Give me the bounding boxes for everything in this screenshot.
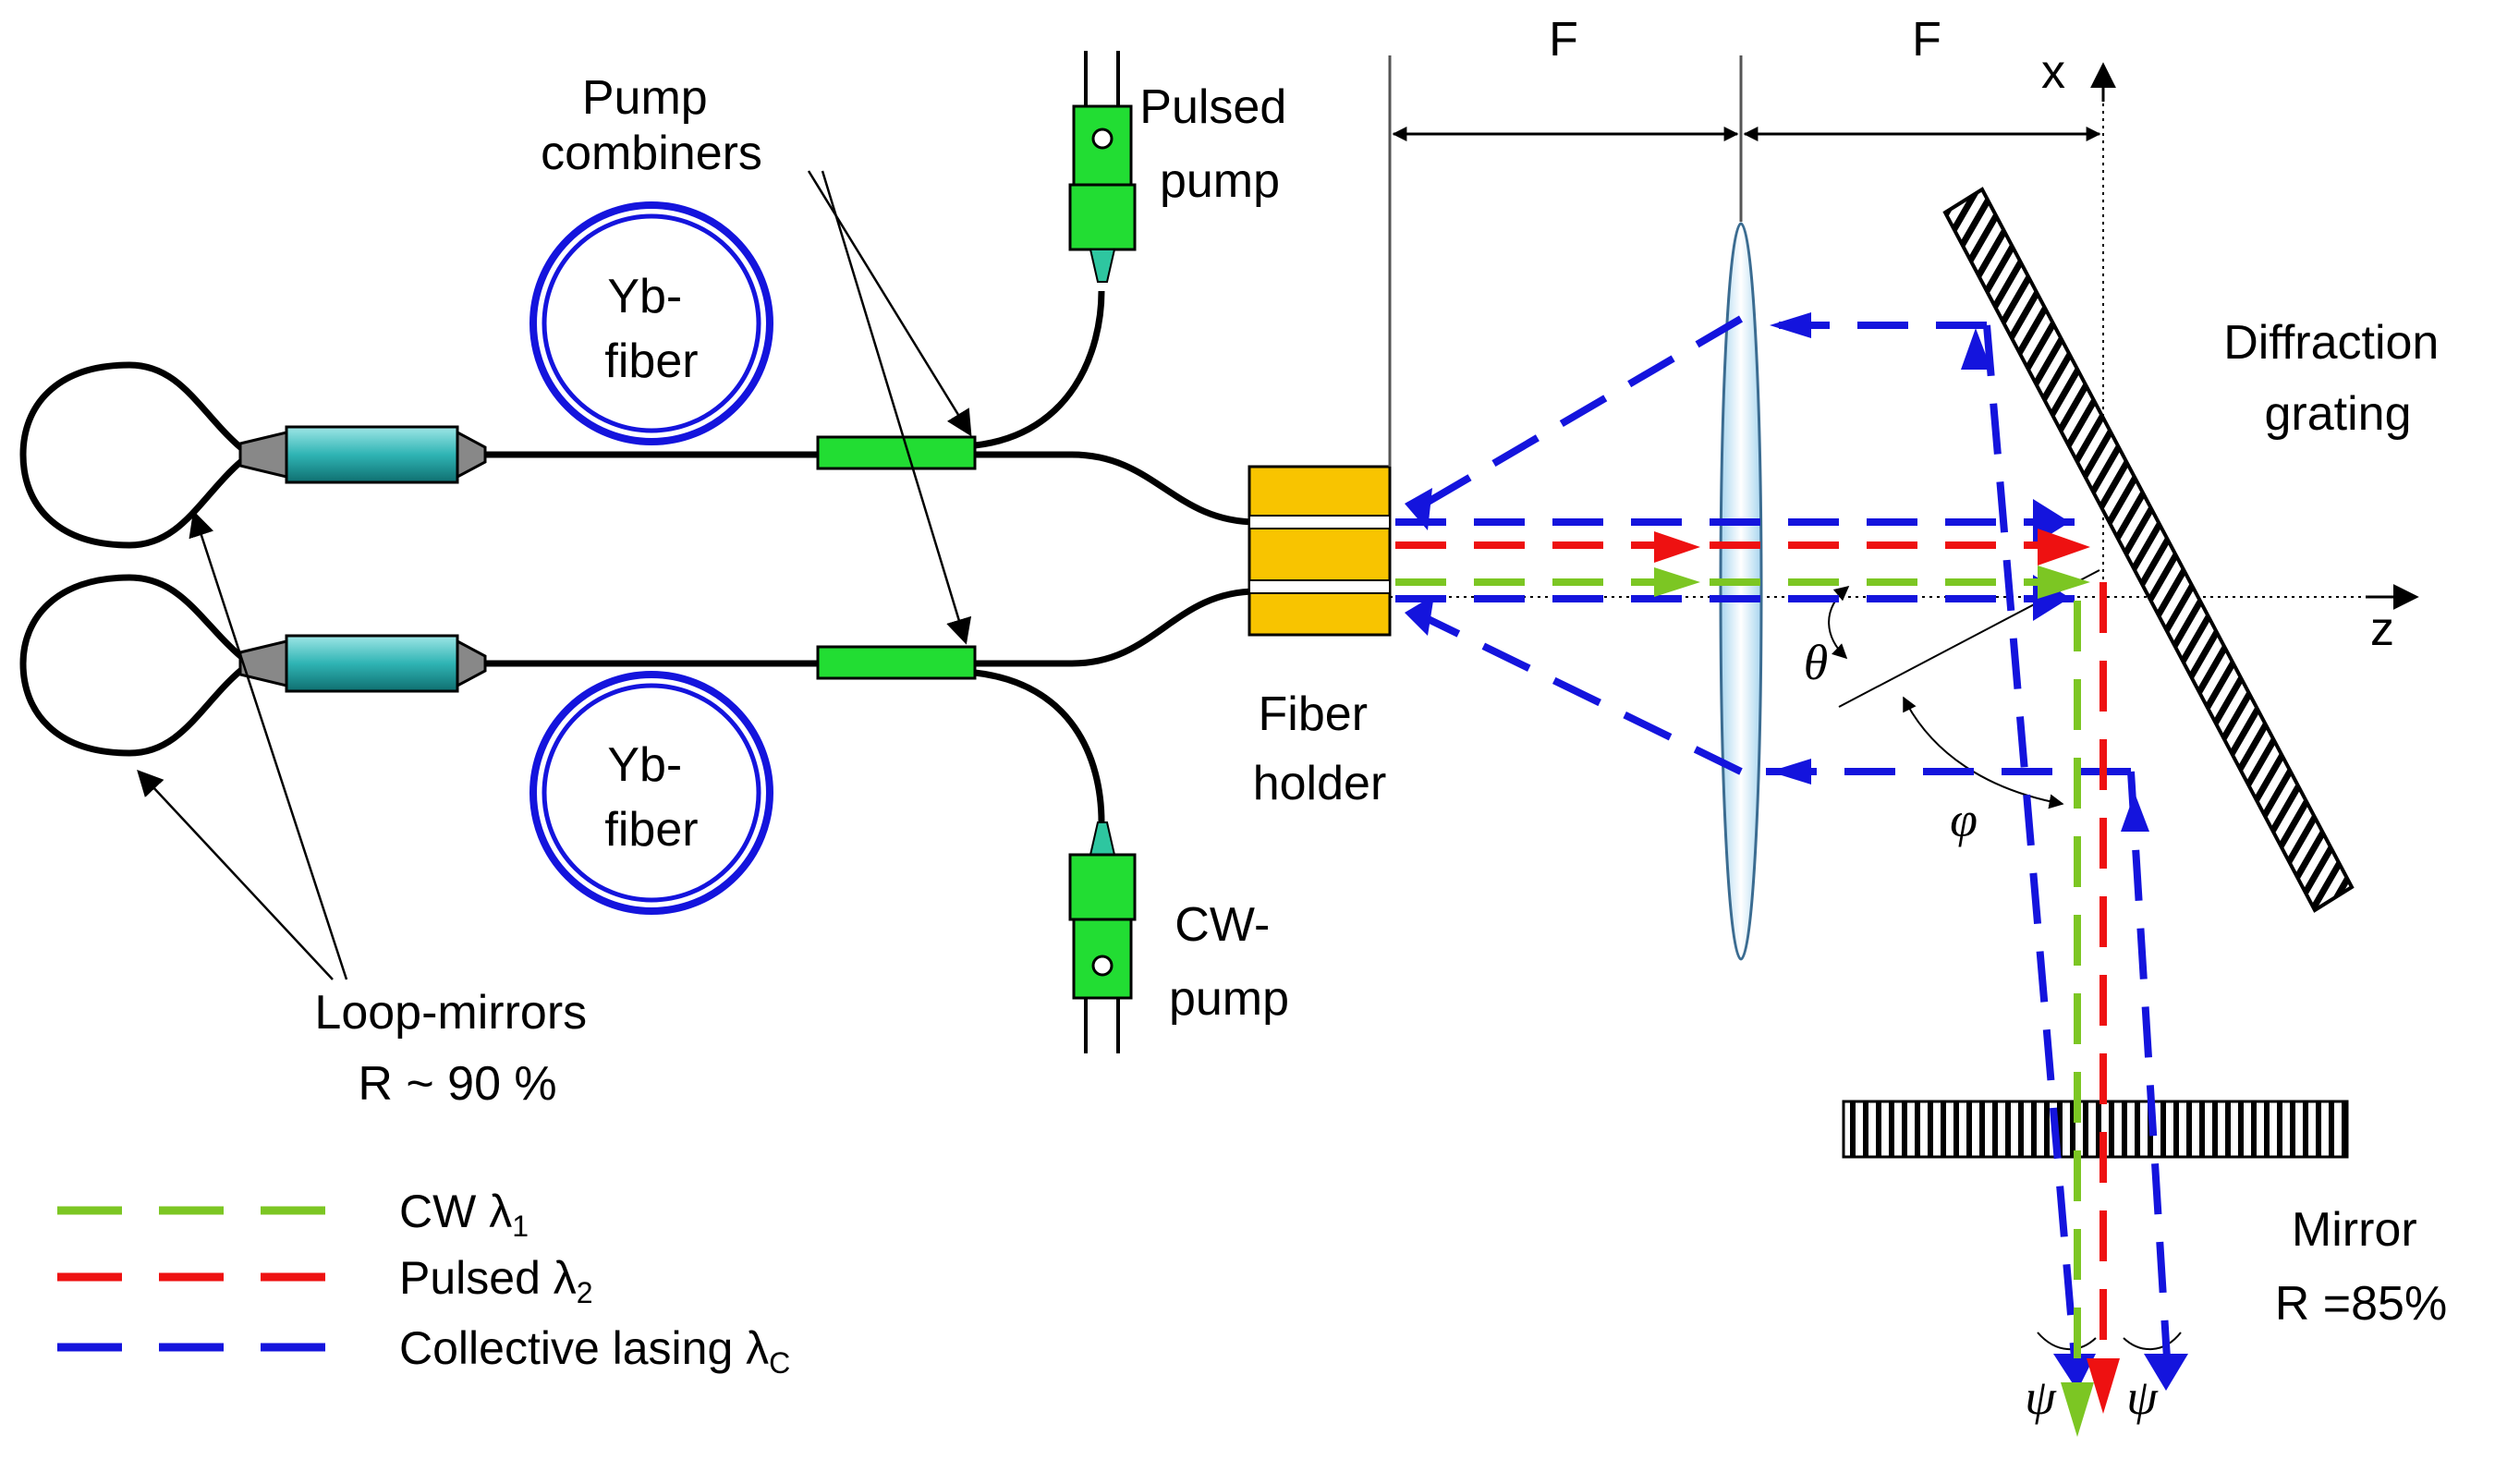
legend-item-pulsed: Pulsed λ2	[57, 1252, 593, 1309]
yb-fiber-coil-bottom	[529, 671, 773, 915]
svg-text:Yb- fiber: Yb- fiber	[604, 270, 698, 388]
diffraction-grating-label-1: Diffraction	[2223, 316, 2439, 370]
mirror-label-2: R =85%	[2275, 1277, 2447, 1331]
svg-text:Pump combiners: Pump combiners	[541, 71, 762, 180]
beam-collective	[1395, 315, 2171, 1359]
svg-text:Fiber holder: Fiber holder	[1253, 687, 1387, 810]
legend-sub-cw: 1	[512, 1210, 529, 1243]
cw-pump-diode	[1068, 821, 1137, 1053]
isolator-bottom	[238, 634, 487, 693]
legend-label-collective: Collective lasing λ	[399, 1322, 769, 1374]
beam-cw	[1395, 578, 2081, 1386]
loop-mirrors-label-2: R ~ 90 %	[358, 1057, 556, 1111]
angle-lines	[1828, 569, 2182, 1351]
yb-fiber-bottom-label-1: Yb-	[607, 738, 682, 792]
pulsed-pump-fiber	[974, 290, 1105, 449]
diffraction-grating-label-2: grating	[2265, 387, 2412, 441]
phi-label: φ	[1950, 792, 1978, 847]
yb-fiber-top-label-2: fiber	[604, 335, 698, 388]
legend-label-pulsed: Pulsed λ	[399, 1252, 577, 1304]
yb-fiber-coil-top	[529, 201, 773, 445]
axis-z-label: z	[2370, 602, 2394, 656]
legend-item-cw: CW λ1	[57, 1186, 529, 1243]
beam-cw-arrows	[1654, 566, 2094, 1437]
loop-mirrors-label-1: Loop-mirrors	[314, 986, 587, 1040]
fiber-holder-label-2: holder	[1253, 757, 1387, 810]
psi-left-label: ψ	[2025, 1369, 2057, 1425]
pump-combiners-label-1: Pump	[582, 71, 708, 125]
focal-label-2: F	[1912, 13, 1941, 67]
svg-text:Loop-mirrors R ~ 90 %: Loop-mirrors R ~ 90 %	[314, 986, 600, 1111]
svg-text:CW- pump: CW- pump	[1169, 898, 1289, 1026]
beam-pulsed-arrows	[1654, 529, 2120, 1414]
cw-pump-label-2: pump	[1169, 972, 1289, 1026]
svg-text:Pulsed λ2: Pulsed λ2	[399, 1252, 593, 1309]
svg-text:Collective lasing λC: Collective lasing λC	[399, 1322, 790, 1380]
svg-text:CW λ1: CW λ1	[399, 1186, 529, 1243]
axis-x-label: x	[2041, 45, 2065, 99]
isolator-top	[238, 425, 487, 484]
beam-collective-arrows	[1405, 312, 2188, 1391]
theta-label: θ	[1804, 635, 1829, 690]
focusing-lens	[1719, 222, 1763, 961]
pulsed-pump-label-1: Pulsed	[1139, 80, 1286, 134]
loop-mirror-bottom	[19, 574, 252, 757]
loop-mirror-top	[19, 361, 252, 549]
psi-right-label: ψ	[2126, 1369, 2159, 1425]
yb-fiber-top-label-1: Yb-	[607, 270, 682, 323]
fiber-holder-label-1: Fiber	[1259, 687, 1368, 741]
legend-label-cw: CW λ	[399, 1186, 512, 1237]
pulsed-pump-label-2: pump	[1160, 154, 1280, 208]
svg-text:Diffraction grating: Diffraction grating	[2223, 316, 2452, 441]
fiber-holder	[1248, 465, 1392, 637]
pump-combiner-bottom	[816, 645, 977, 680]
yb-fiber-bottom-label-2: fiber	[604, 803, 698, 857]
svg-text:Mirror R =85%: Mirror R =85%	[2275, 1203, 2447, 1331]
legend-sub-collective: C	[769, 1346, 790, 1380]
legend: CW λ1 Pulsed λ2 Collective lasing λC	[57, 1186, 790, 1380]
legend-item-collective: Collective lasing λC	[57, 1322, 790, 1380]
mirror-label-1: Mirror	[2292, 1203, 2417, 1257]
svg-text:Pulsed pump: Pulsed pump	[1139, 80, 1299, 208]
output-mirror	[1842, 1100, 2349, 1159]
pump-combiners-label-2: combiners	[541, 127, 762, 180]
fiber-lines	[19, 290, 1258, 823]
pulsed-pump-diode	[1068, 51, 1137, 283]
cw-pump-fiber	[974, 669, 1105, 823]
diffraction-grating	[1942, 187, 2355, 913]
svg-text:Yb- fiber: Yb- fiber	[604, 738, 698, 857]
legend-sub-pulsed: 2	[577, 1276, 593, 1309]
cw-pump-label-1: CW-	[1174, 898, 1270, 952]
beam-pulsed	[1395, 541, 2107, 1363]
pump-combiner-top	[816, 435, 977, 470]
focal-label-1: F	[1549, 13, 1578, 67]
focal-reference-lines	[1388, 55, 1743, 467]
pointer-arrows	[137, 170, 972, 980]
